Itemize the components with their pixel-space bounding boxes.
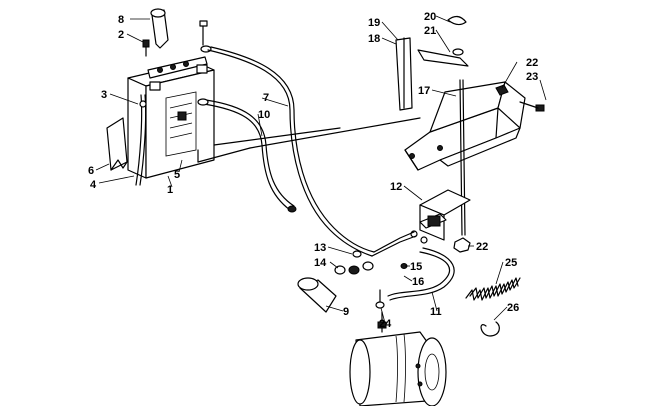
callout-17: 17 xyxy=(418,85,430,97)
callout-19: 19 xyxy=(368,17,380,29)
callout-21: 21 xyxy=(424,25,436,37)
cable-11 xyxy=(387,251,451,297)
callout-6: 6 xyxy=(88,165,94,177)
callout-23: 23 xyxy=(526,71,538,83)
callout-24: 24 xyxy=(379,318,392,330)
terminal-cover xyxy=(150,8,169,49)
callout-4: 4 xyxy=(90,179,97,191)
tray-bolts xyxy=(495,84,545,112)
callout-13: 13 xyxy=(314,242,326,254)
battery-pad xyxy=(106,117,128,171)
callout-26: 26 xyxy=(507,302,519,314)
callout-10: 10 xyxy=(258,109,270,121)
callout-11: 11 xyxy=(430,306,442,318)
battery xyxy=(127,56,215,179)
callout-5: 5 xyxy=(174,169,180,181)
callout-15: 15 xyxy=(410,261,422,273)
leader-lines xyxy=(95,15,547,324)
callout-9: 9 xyxy=(343,306,349,318)
battery-tray xyxy=(404,79,526,236)
callout-8: 8 xyxy=(118,14,124,26)
callout-16: 16 xyxy=(412,276,424,288)
callout-3: 3 xyxy=(101,89,107,101)
spring xyxy=(465,277,521,301)
callout-2: 2 xyxy=(118,29,124,41)
solenoid-bracket xyxy=(410,189,471,244)
starter-motor xyxy=(349,311,447,406)
callout-1: 1 xyxy=(167,184,173,196)
callout-labels: 8 2 3 6 4 5 1 7 10 19 18 20 21 17 22 23 … xyxy=(88,11,538,330)
callout-20: 20 xyxy=(424,11,436,23)
cable-10 xyxy=(203,103,291,211)
callout-18: 18 xyxy=(368,33,380,45)
callout-22-top: 22 xyxy=(526,57,538,69)
callout-12: 12 xyxy=(390,181,402,193)
terminal-screw xyxy=(142,39,150,57)
hold-down-bracket xyxy=(417,15,469,67)
nut-22 xyxy=(453,237,471,253)
callout-25: 25 xyxy=(505,257,517,269)
terminal-boot xyxy=(297,277,337,313)
small-hardware xyxy=(334,250,408,275)
callout-7: 7 xyxy=(263,92,269,104)
cable-7 xyxy=(207,49,373,257)
snap-ring xyxy=(480,321,500,337)
bracket-strap xyxy=(395,37,413,111)
callout-22-bottom: 22 xyxy=(476,241,488,253)
callout-14: 14 xyxy=(314,257,327,269)
